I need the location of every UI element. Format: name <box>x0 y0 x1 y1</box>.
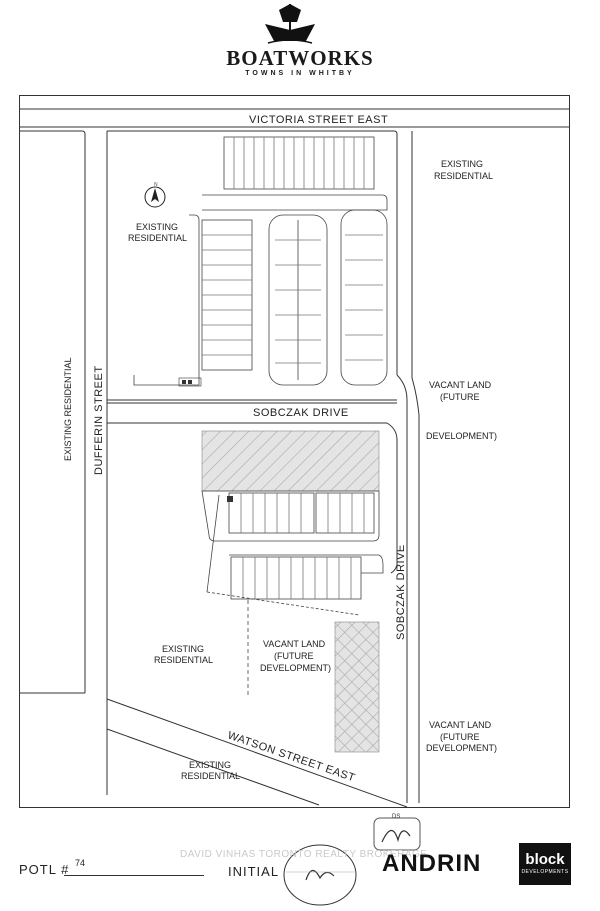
area-existing-residential-south-line2: RESIDENTIAL <box>181 771 240 781</box>
potl-label: POTL # <box>19 862 70 877</box>
lower-site-blocks <box>201 490 384 695</box>
area-vacant-upper-line2: (FUTURE <box>440 392 480 402</box>
plan-annotations <box>178 377 233 502</box>
ds-mark: DS <box>392 814 401 820</box>
ship-icon <box>265 4 315 44</box>
block-logo-sub: DEVELOPMENTS <box>521 869 569 875</box>
street-sobczak-vertical: SOBCZAK DRIVE <box>395 544 407 640</box>
area-vacant-middle-line3: DEVELOPMENT) <box>260 663 331 673</box>
hatched-area-upper <box>201 430 380 492</box>
area-vacant-lower-line3: DEVELOPMENT) <box>426 743 497 753</box>
area-existing-residential-ne-line1: EXISTING <box>441 159 483 169</box>
area-vacant-lower-line1: VACANT LAND <box>429 720 492 730</box>
svg-text:N: N <box>154 182 158 188</box>
potl-underline <box>64 875 204 876</box>
area-existing-residential-south-line1: EXISTING <box>189 760 231 770</box>
street-dufferin: DUFFERIN STREET <box>93 365 105 475</box>
area-existing-residential-sw-line2: RESIDENTIAL <box>154 655 213 665</box>
partner-andrin-logo: ANDRIN <box>382 850 482 877</box>
footer: DS <box>0 812 600 911</box>
site-plan-map: VICTORIA STREET EAST DUFFERIN STREET EXI… <box>19 95 570 808</box>
initial-label: INITIAL <box>228 864 280 879</box>
area-vacant-upper-line3: DEVELOPMENT) <box>426 431 497 441</box>
partner-block-logo: block DEVELOPMENTS <box>519 843 571 885</box>
brand-tagline: TOWNS IN WHITBY <box>245 70 355 77</box>
brand-logo: BOATWORKS TOWNS IN WHITBY <box>0 0 600 90</box>
street-sobczak-horizontal: SOBCZAK DRIVE <box>253 407 349 419</box>
area-existing-residential-ne-line2: RESIDENTIAL <box>434 171 493 181</box>
area-existing-residential-nw-line2: RESIDENTIAL <box>128 233 187 243</box>
area-existing-residential-nw-line1: EXISTING <box>136 222 178 232</box>
block-logo-word: block <box>525 851 565 868</box>
area-vacant-lower-line2: (FUTURE <box>440 732 480 742</box>
watermark-text: DAVID VINHAS TORONTO REALTY BROKERAGE <box>180 849 428 860</box>
area-vacant-middle-line1: VACANT LAND <box>263 639 326 649</box>
upper-site-blocks <box>133 136 388 386</box>
street-victoria: VICTORIA STREET EAST <box>249 114 388 126</box>
area-existing-residential-sw-line1: EXISTING <box>162 644 204 654</box>
potl-value: 74 <box>75 858 86 868</box>
area-vacant-upper-line1: VACANT LAND <box>429 380 492 390</box>
area-existing-residential-west: EXISTING RESIDENTIAL <box>63 357 73 461</box>
brand-name: BOATWORKS <box>226 46 374 70</box>
area-vacant-middle-line2: (FUTURE <box>274 651 314 661</box>
north-arrow-icon: N <box>144 182 166 208</box>
signature-marks <box>283 817 421 906</box>
